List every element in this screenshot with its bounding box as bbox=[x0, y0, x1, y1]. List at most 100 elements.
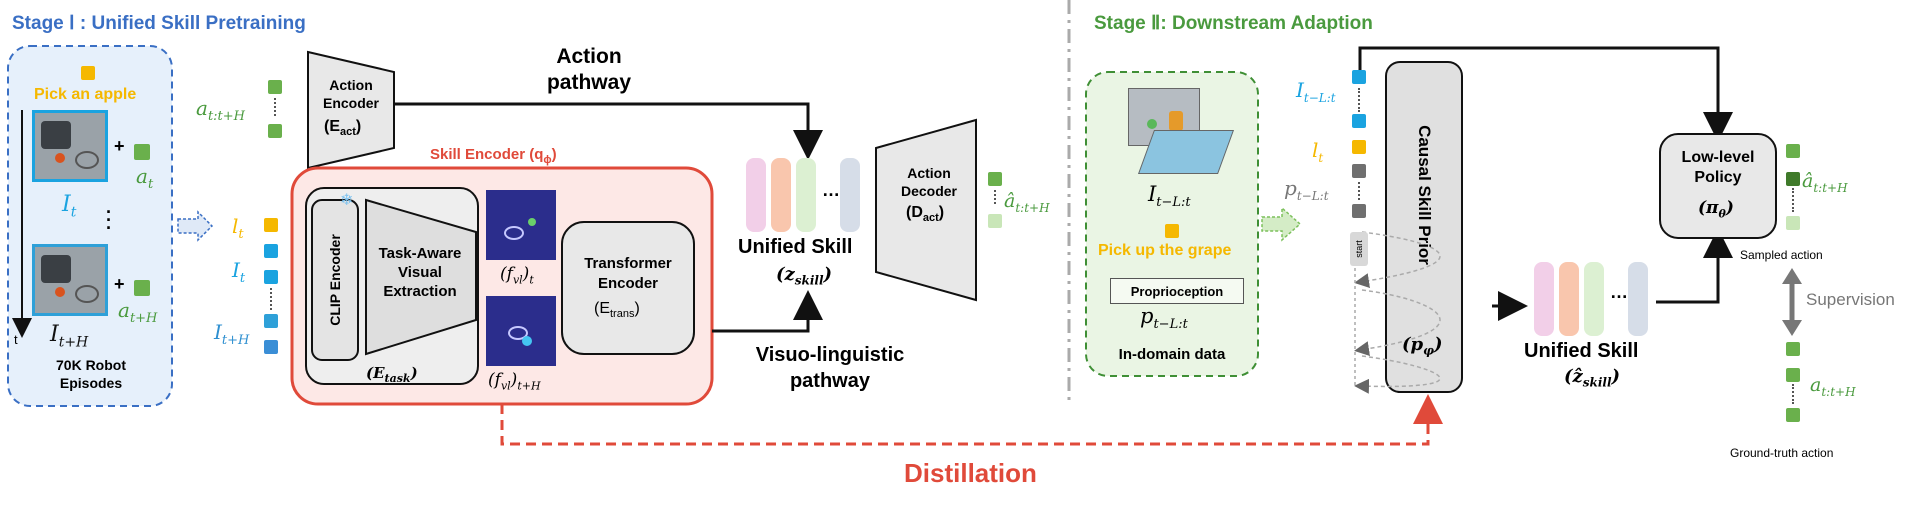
skill-encoder-sub: ϕ bbox=[543, 154, 552, 166]
e-trans-label: (E bbox=[594, 300, 610, 317]
distillation-arrow bbox=[500, 394, 1443, 446]
proprio-box: Proprioception bbox=[1110, 278, 1244, 304]
causal-prior-box bbox=[1385, 61, 1463, 393]
a-th-sub: t+H bbox=[129, 311, 158, 326]
input-arrow bbox=[177, 210, 214, 242]
skill-ellipsis: … bbox=[822, 180, 840, 200]
e-task-label: (E bbox=[366, 364, 385, 382]
input-ih: I bbox=[214, 320, 222, 344]
a-t-label: a bbox=[136, 164, 148, 188]
supervision-label: Supervision bbox=[1806, 290, 1895, 309]
sampled-a-sub: t:t+H bbox=[1813, 180, 1848, 195]
pi-label: (π bbox=[1698, 198, 1719, 218]
input-l-sub: t bbox=[238, 227, 244, 242]
unified-skill-label: Unified Skill bbox=[738, 236, 853, 258]
action-seq-sub: t:t+H bbox=[207, 109, 245, 124]
z-skill-label: (z bbox=[776, 264, 795, 285]
seq-l-sub: t bbox=[1318, 151, 1324, 165]
sampled-a-label: â bbox=[1802, 170, 1814, 192]
policy-label: Low-level Policy bbox=[1681, 149, 1755, 186]
pi-sub: θ bbox=[1718, 207, 1726, 221]
fvl-th-sub1: vl bbox=[500, 379, 511, 393]
seq-p-sub: t−L:t bbox=[1296, 189, 1329, 203]
prior-sub: φ bbox=[1423, 343, 1434, 358]
e-task-sub: task bbox=[384, 372, 411, 385]
z-hat-label: (ẑ bbox=[1564, 366, 1583, 387]
p-label: p bbox=[1140, 304, 1154, 328]
instruction-text: Pick an apple bbox=[34, 86, 137, 103]
distillation-label: Distillation bbox=[904, 458, 1037, 488]
seq-l-label: l bbox=[1312, 138, 1319, 162]
a-hat-label: â bbox=[1004, 190, 1016, 212]
input-i: I bbox=[232, 258, 240, 282]
sampled-label: Sampled action bbox=[1740, 248, 1823, 262]
action-seq-label: a bbox=[196, 96, 208, 120]
input-ih-sub: t+H bbox=[221, 333, 250, 348]
skill-encoder-title: Skill Encoder (q bbox=[430, 146, 544, 163]
action-encoder-label: Action Encoder bbox=[322, 77, 379, 111]
unified-skill2-label: Unified Skill bbox=[1524, 340, 1639, 362]
prior-label: Causal Skill Prior bbox=[1415, 125, 1434, 265]
stage2-title: Stage Ⅱ: Downstream Adaption bbox=[1094, 13, 1373, 34]
fvl-t-sub2: t bbox=[529, 273, 534, 287]
clip-encoder-label: CLIP Encoder bbox=[327, 234, 344, 326]
fvl-t-image bbox=[486, 190, 556, 260]
episodes-label: 70K Robot Episodes bbox=[56, 357, 126, 391]
gt-a-sub: t:t+H bbox=[1821, 384, 1856, 399]
input-i-sub: t bbox=[239, 271, 246, 286]
action-encoder-sub: act bbox=[340, 126, 356, 139]
input-l: l bbox=[232, 214, 239, 238]
gt-a-label: a bbox=[1810, 374, 1822, 396]
policy-box bbox=[1659, 133, 1777, 239]
prior-label-wrap: Causal Skill Prior bbox=[1386, 100, 1462, 290]
d-act-label: (D bbox=[906, 204, 923, 221]
action-encoder-sym: (E bbox=[324, 118, 340, 135]
d-act-sub: act bbox=[922, 212, 939, 225]
robot-frame-t bbox=[32, 110, 108, 182]
stage1-title: Stage Ⅰ : Unified Skill Pretraining bbox=[12, 13, 306, 34]
fvl-t-sub1: vl bbox=[512, 273, 523, 287]
fvl-t-label: (f bbox=[500, 264, 513, 284]
snowflake-icon: ❄ bbox=[340, 192, 354, 209]
fvl-th-sub2: t+H bbox=[517, 379, 541, 393]
gt-label: Ground-truth action bbox=[1730, 446, 1834, 460]
action-pathway-label: Action pathway bbox=[546, 45, 632, 94]
action-decoder-label: Action Decoder bbox=[900, 165, 958, 199]
robot-frame-th bbox=[32, 244, 108, 316]
p-sub: t−L:t bbox=[1153, 317, 1188, 333]
img-th-sub: t+H bbox=[58, 334, 89, 351]
clip-encoder: CLIP Encoder bbox=[315, 200, 355, 360]
seq-i-label: I bbox=[1296, 78, 1304, 102]
e-trans-sub: trans bbox=[610, 308, 635, 321]
seq-i-sub: t−L:t bbox=[1303, 91, 1336, 105]
task-aware-label: Task-Aware Visual Extraction bbox=[378, 245, 462, 300]
a-th-label: a bbox=[118, 298, 130, 322]
indomain-frame-2 bbox=[1137, 130, 1235, 174]
indomain-img-sub: t−L:t bbox=[1156, 195, 1191, 211]
z-skill-sub: skill bbox=[794, 273, 824, 288]
img-th-label: I bbox=[50, 322, 59, 347]
fvl-th-label: (f bbox=[488, 370, 501, 390]
seq-p-label: p bbox=[1284, 176, 1297, 200]
img-t-sub: t bbox=[70, 204, 77, 221]
skill2-ellipsis: … bbox=[1610, 282, 1628, 302]
action-encoder-shape bbox=[307, 50, 395, 170]
a-t-sub: t bbox=[147, 177, 154, 192]
start-token: start bbox=[1350, 232, 1368, 266]
time-axis-label: t bbox=[14, 332, 18, 347]
action-decoder-shape bbox=[875, 118, 977, 302]
prior-sym: (p bbox=[1402, 334, 1424, 355]
indomain-instruction: Pick up the grape bbox=[1098, 242, 1232, 259]
visuo-pathway-label: Visuo-linguistic pathway bbox=[755, 344, 905, 392]
transformer-label: Transformer Encoder bbox=[584, 255, 672, 292]
a-hat-sub: t:t+H bbox=[1015, 200, 1050, 215]
indomain-img-label: I bbox=[1148, 182, 1157, 206]
z-hat-sub: skill bbox=[1582, 375, 1612, 390]
in-domain-label: In-domain data bbox=[1118, 346, 1226, 363]
img-t-label: I bbox=[62, 192, 71, 217]
start-label: start bbox=[1353, 240, 1364, 258]
instruction-token bbox=[81, 66, 95, 80]
fvl-th-image bbox=[486, 296, 556, 366]
